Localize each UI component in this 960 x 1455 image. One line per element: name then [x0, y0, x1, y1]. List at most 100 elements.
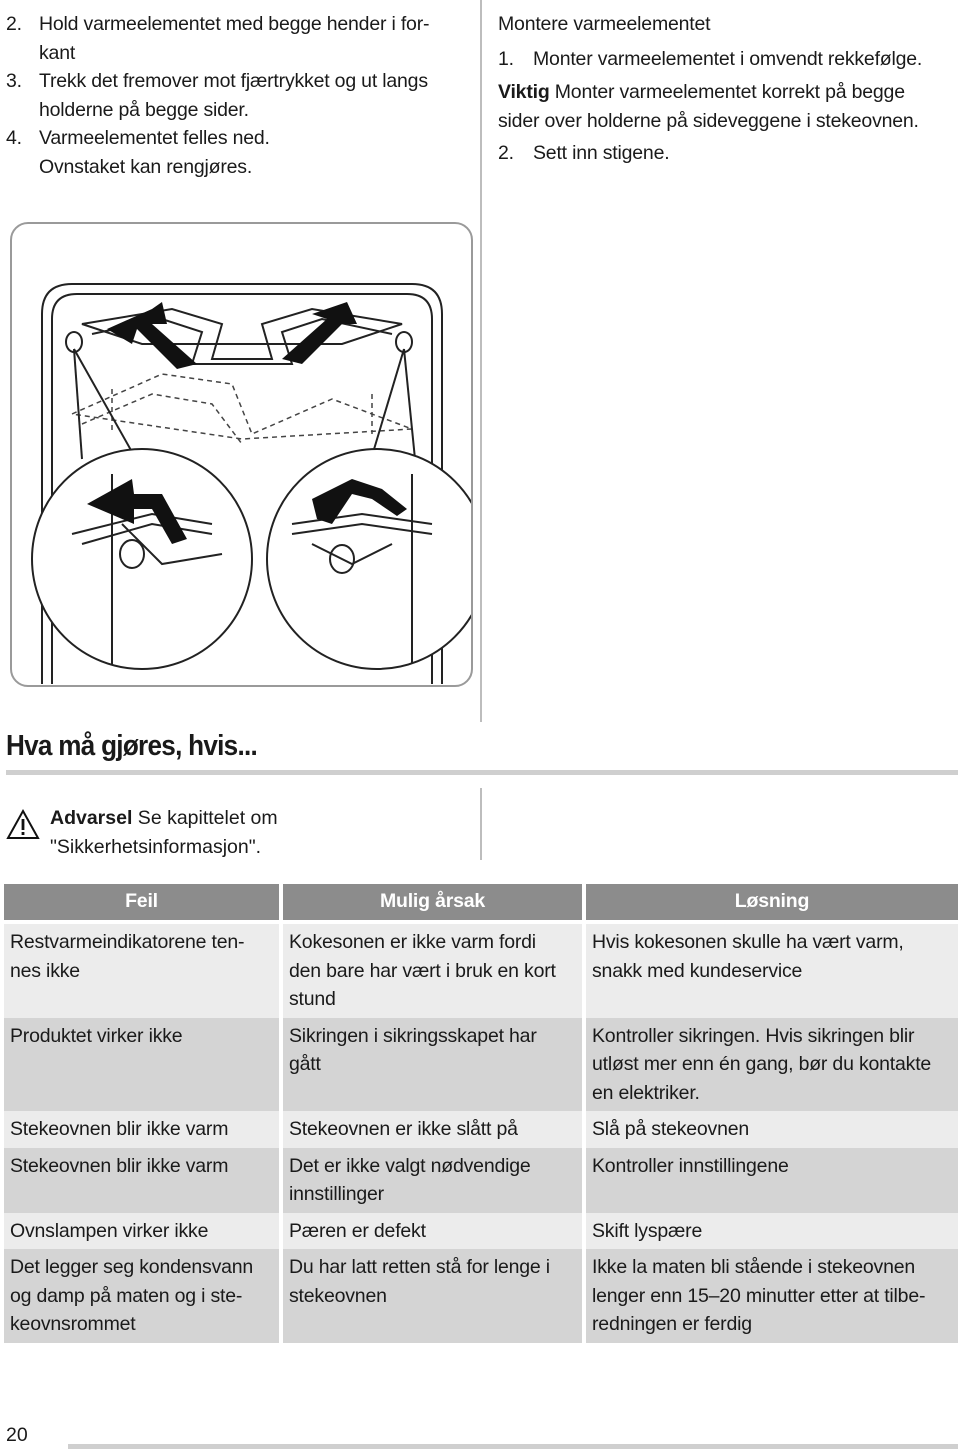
cell-line: Slå på stekeovnen: [592, 1118, 750, 1140]
mount-heading: Montere varmeelementet: [498, 13, 711, 35]
solution-cell: Kontroller sikringen. Hvis sikringen bli…: [586, 1017, 958, 1111]
cell-line: gått: [289, 1053, 321, 1075]
step-text: Varmeelementet felles ned. Ovnstaket kan …: [39, 124, 270, 181]
table-row: Stekeovnen blir ikke varm Stekeovnen er i…: [4, 1111, 958, 1148]
left-step-item: 3. Trekk det fremover mot fjærtrykket og …: [6, 67, 476, 124]
cell-line: Restvarmeindikatorene ten-: [10, 931, 245, 953]
solution-cell: Hvis kokesonen skulle ha vært varm, snakk…: [586, 924, 958, 1018]
fault-cell: Det legger seg kondensvann og damp på mat…: [4, 1249, 279, 1343]
cause-cell: Du har latt retten stå for lenge i stekeo…: [283, 1249, 582, 1343]
warning-label: Advarsel: [50, 807, 133, 829]
cell-line: Sikringen i sikringsskapet har: [289, 1024, 537, 1047]
table-row: Produktet virker ikke Sikringen i sikring…: [4, 1017, 958, 1111]
table-row: Det legger seg kondensvann og damp på mat…: [4, 1249, 958, 1343]
step-text-line: Hold varmeelementet med begge hender i f…: [39, 13, 430, 35]
oven-illustration-svg: [31, 283, 488, 684]
cell-line: innstillinger: [289, 1183, 384, 1205]
fault-cell: Stekeovnen blir ikke varm: [4, 1111, 279, 1148]
cell-line: Kokesonen er ikke varm fordi: [289, 931, 536, 953]
step-text: Monter varmeelementet i omvendt rekkeføl…: [533, 47, 923, 70]
table-row: Stekeovnen blir ikke varm Det er ikke val…: [4, 1147, 958, 1213]
cell-line: en elektriker.: [592, 1081, 700, 1104]
step-text-line: Trekk det fremover mot fjærtrykket og ut…: [39, 70, 428, 92]
step-text-line: Ovnstaket kan rengjøres.: [39, 155, 253, 178]
table-row: Ovnslampen virker ikke Pæren er defekt Ski…: [4, 1212, 958, 1249]
step-number: 2.: [6, 13, 22, 35]
cell-line: Kontroller sikringen. Hvis sikringen bli…: [592, 1024, 915, 1047]
cell-line: Du har latt retten stå for lenge i: [289, 1256, 550, 1278]
left-step-item: 2. Hold varmeelementet med begge hender i…: [6, 10, 476, 67]
mount-step-2: 2. Sett inn stigene.: [498, 139, 958, 168]
note-text-line1: Monter varmeelementet korrekt på begge: [549, 81, 905, 103]
step-number: 3.: [6, 70, 22, 92]
mount-step-1: 1. Monter varmeelementet i omvendt rekke…: [498, 45, 958, 74]
step-text-line: holderne på begge sider.: [39, 98, 249, 121]
column-divider-top: [480, 0, 482, 722]
cell-line: utløst mer enn én gang, bør du kontakte: [592, 1053, 932, 1075]
cell-line: og damp på maten og i ste-: [10, 1284, 243, 1307]
cell-line: redningen er ferdig: [592, 1313, 752, 1335]
important-note: Viktig Monter varmeelementet korrekt på …: [498, 78, 958, 135]
warning-text-line2: "Sikkerhetsinformasjon".: [50, 835, 262, 858]
column-divider-warning: [480, 788, 482, 860]
step-text: Trekk det fremover mot fjærtrykket og ut…: [39, 67, 428, 124]
cause-cell: Sikringen i sikringsskapet har gått: [283, 1017, 582, 1111]
footer-rule: [68, 1444, 958, 1449]
section-title-rule: [6, 770, 958, 775]
step-text-line: kant: [39, 41, 76, 64]
left-steps: 2. Hold varmeelementet med begge hender i…: [6, 10, 476, 181]
cause-cell: Pæren er defekt: [283, 1212, 582, 1249]
cell-line: Ikke la maten bli stående i stekeovnen: [592, 1256, 916, 1278]
step-text: Sett inn stigene.: [533, 142, 670, 164]
cell-line: snakk med kundeservice: [592, 959, 803, 982]
cell-line: Det er ikke valgt nødvendige: [289, 1154, 531, 1177]
page-number: 20: [6, 1424, 28, 1446]
cause-cell: Stekeovnen er ikke slått på: [283, 1111, 582, 1148]
cell-line: Stekeovnen er ikke slått på: [289, 1118, 518, 1140]
cell-line: Pæren er defekt: [289, 1219, 426, 1242]
cell-line: Ovnslampen virker ikke: [10, 1219, 209, 1242]
cell-line: stund: [289, 988, 336, 1010]
warning-text: Advarsel Se kapittelet om "Sikkerhetsinf…: [50, 804, 278, 861]
cell-line: Stekeovnen blir ikke varm: [10, 1154, 229, 1177]
cell-line: Kontroller innstillingene: [592, 1154, 789, 1177]
cell-line: Skift lyspære: [592, 1219, 703, 1242]
cause-cell: Kokesonen er ikke varm fordi den bare har…: [283, 924, 582, 1018]
fault-cell: Ovnslampen virker ikke: [4, 1212, 279, 1249]
header-cell-fault: Feil: [4, 884, 279, 920]
step-text: Hold varmeelementet med begge hender i f…: [39, 10, 429, 67]
solution-cell: Ikke la maten bli stående i stekeovnen le…: [586, 1249, 958, 1343]
step-text-line: Varmeelementet felles ned.: [39, 127, 270, 149]
cell-line: Stekeovnen blir ikke varm: [10, 1118, 229, 1140]
cause-cell: Det er ikke valgt nødvendige innstillinge…: [283, 1147, 582, 1213]
fault-cell: Restvarmeindikatorene ten-nes ikke: [4, 924, 279, 1018]
cell-line: keovnsrommet: [10, 1313, 136, 1335]
step-number: 4.: [6, 127, 22, 149]
cell-line: stekeovnen: [289, 1284, 387, 1307]
cell-line: den bare har vært i bruk en kort: [289, 959, 556, 982]
step-number: 2.: [498, 142, 514, 164]
header-cell-cause: Mulig årsak: [283, 884, 582, 920]
fault-cell: Produktet virker ikke: [4, 1017, 279, 1111]
table-header-row: Feil Mulig årsak Løsning: [4, 884, 958, 920]
cell-line: Det legger seg kondensvann: [10, 1256, 254, 1278]
left-step-item: 4. Varmeelementet felles ned. Ovnstaket ka…: [6, 124, 476, 181]
solution-cell: Slå på stekeovnen: [586, 1111, 958, 1148]
cell-line: lenger enn 15–20 minutter etter at tilbe…: [592, 1284, 926, 1307]
warning-note: Advarsel Se kapittelet om "Sikkerhetsinf…: [6, 804, 476, 861]
mount-instructions: Montere varmeelementet 1. Monter varmeel…: [498, 10, 958, 168]
warning-text-line1: Se kapittelet om: [132, 807, 278, 829]
oven-heating-element-illustration: [10, 222, 488, 687]
solution-cell: Skift lyspære: [586, 1212, 958, 1249]
section-title: Hva må gjøres, hvis...: [6, 730, 258, 762]
step-number: 1.: [498, 47, 514, 70]
cell-line: Produktet virker ikke: [10, 1024, 183, 1047]
warning-triangle-icon: [6, 808, 40, 839]
cell-line: nes ikke: [10, 959, 80, 982]
troubleshooting-table: Feil Mulig årsak Løsning Restvarmeindika…: [4, 884, 958, 1343]
header-cell-solution: Løsning: [586, 884, 958, 920]
left-step-list: 2. Hold varmeelementet med begge hender i…: [6, 10, 476, 181]
cell-line: Hvis kokesonen skulle ha vært varm,: [592, 931, 904, 953]
